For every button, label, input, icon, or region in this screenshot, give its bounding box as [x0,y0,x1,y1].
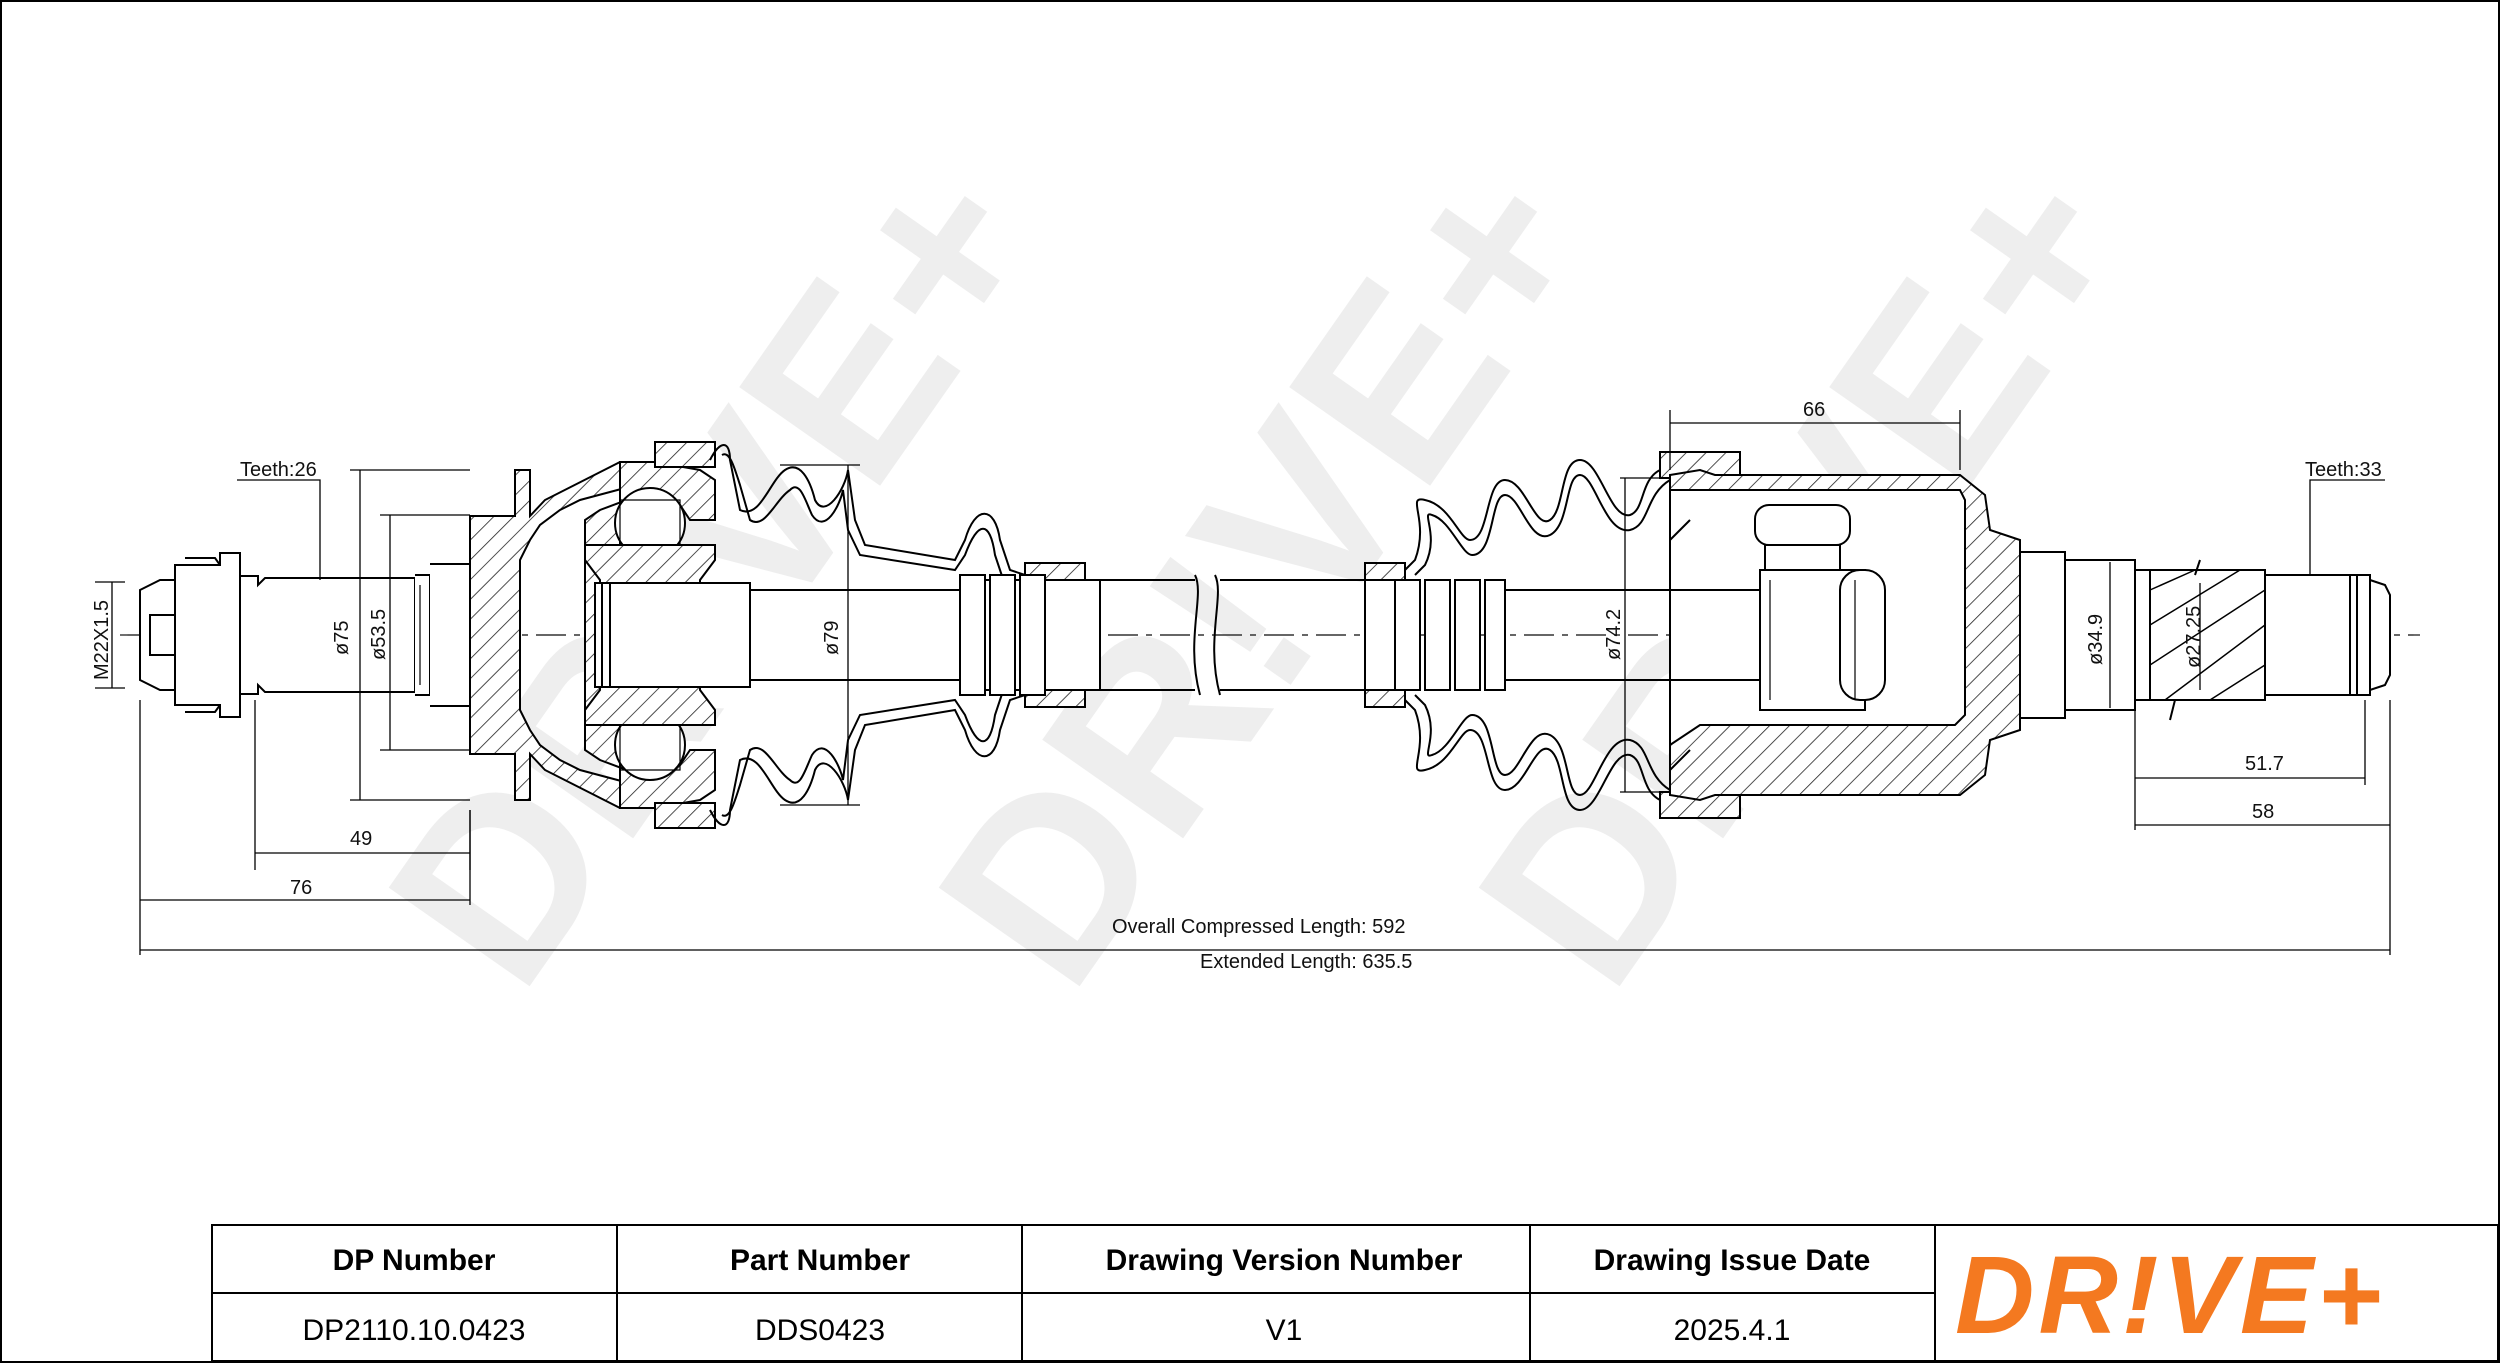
len-66-label: 66 [1803,399,1825,421]
inner-boot [1364,458,1671,812]
drive-logo: DR!VE+ [1955,1234,2385,1357]
teeth-right-label: Teeth:33 [2305,459,2382,481]
overall-length-label: Overall Compressed Length: 592 [1112,916,1406,938]
title-block-text: DP Number Part Number Drawing Version Nu… [303,1244,1871,1347]
d75-label: ø75 [331,621,353,655]
extended-length-label: Extended Length: 635.5 [1200,951,1412,973]
thread-label: M22X1.5 [91,600,113,680]
inner-joint [1505,451,2391,819]
dimension-labels: Teeth:26 Teeth:33 M22X1.5 ø75 ø53.5 ø79 … [91,399,2382,973]
len-49-label: 49 [350,828,372,850]
d79-label: ø79 [821,621,843,655]
header-issue-date: Drawing Issue Date [1594,1244,1871,1277]
title-block [211,1224,2499,1362]
d34-9-label: ø34.9 [2085,614,2107,665]
d53-5-label: ø53.5 [368,609,390,660]
len-76-label: 76 [290,877,312,899]
d27-25-label: ø27.25 [2183,606,2205,668]
outer-joint [139,441,751,829]
header-part-number: Part Number [730,1244,910,1277]
teeth-left-label: Teeth:26 [240,459,317,481]
value-drawing-version: V1 [1266,1314,1303,1347]
center-shaft [749,569,1506,701]
len-58-label: 58 [2252,801,2274,823]
outer-boot [709,444,1086,826]
value-dp-number: DP2110.10.0423 [303,1314,526,1347]
d74-2-label: ø74.2 [1603,609,1625,660]
len-51-7-label: 51.7 [2245,753,2284,775]
value-issue-date: 2025.4.1 [1674,1314,1791,1347]
header-drawing-version: Drawing Version Number [1106,1244,1463,1277]
dimension-lines [95,410,2391,955]
value-part-number: DDS0423 [755,1314,885,1347]
header-dp-number: DP Number [333,1244,496,1277]
